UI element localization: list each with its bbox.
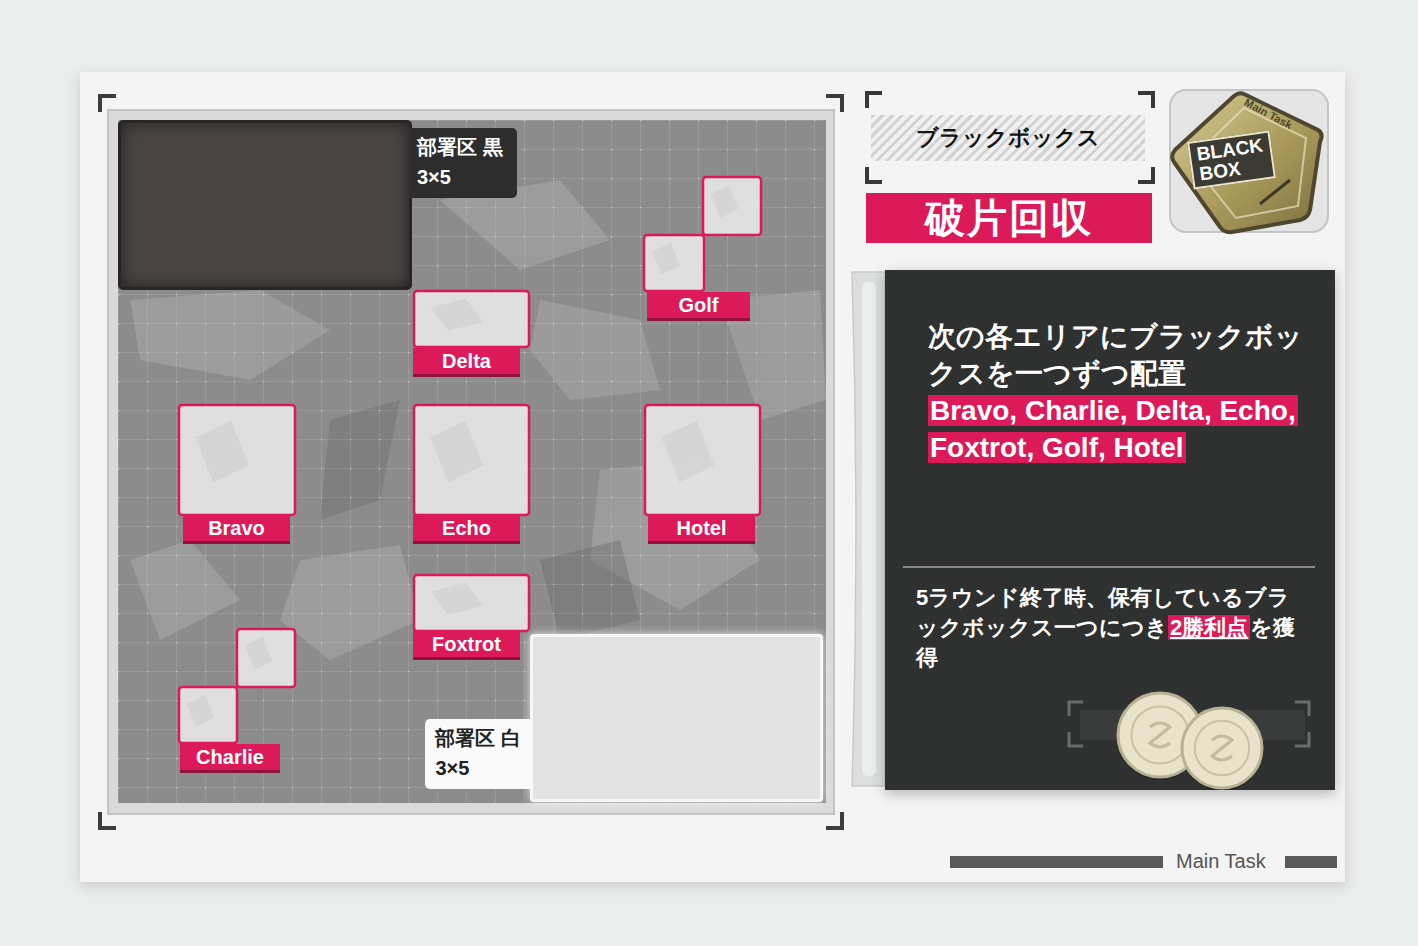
area-label: Bravo	[183, 515, 290, 541]
badge-frame	[1170, 90, 1328, 232]
area-texture	[196, 421, 249, 483]
area-name: Hotel	[677, 517, 727, 539]
task-instruction: 次の各エリアにブラックボックスを一つずつ配置	[928, 318, 1310, 392]
task-title: ブラックボックス	[865, 90, 1155, 185]
area-texture	[431, 299, 484, 331]
area-outline	[413, 290, 530, 348]
area-cell	[237, 629, 295, 687]
zone-size: 3×5	[435, 753, 521, 783]
deploy-zone-white: 部署区 白3×5	[530, 634, 823, 802]
area-box: Echo	[413, 404, 530, 516]
area-texture	[187, 695, 214, 727]
area-box: Golf	[643, 176, 763, 292]
footer-bar	[1285, 856, 1337, 868]
area-name: Charlie	[196, 746, 264, 768]
coin	[1182, 708, 1262, 790]
area-box: Bravo	[178, 404, 296, 516]
deploy-zone-black: 部署区 黒3×5	[118, 120, 412, 290]
area-box: Foxtrot	[413, 574, 530, 632]
area-label: Delta	[413, 348, 520, 374]
area-name: Delta	[442, 350, 491, 372]
area-texture	[662, 421, 715, 483]
area-outline	[178, 404, 296, 516]
area-name: Foxtrot	[432, 633, 501, 655]
area-name: Bravo	[208, 517, 265, 539]
area-cell	[179, 687, 237, 743]
task-name: 破片回収	[925, 193, 1093, 243]
footer-label: Main Task	[1176, 850, 1266, 873]
corner-brackets	[100, 96, 842, 828]
divider	[903, 566, 1315, 568]
title-hatch: ブラックボックス	[871, 115, 1145, 161]
task-type: ブラックボックス	[916, 123, 1100, 153]
area-label: Foxtrot	[413, 631, 520, 657]
zone-size: 3×5	[417, 162, 503, 192]
area-cell	[644, 235, 704, 291]
area-texture	[711, 185, 738, 218]
area-cell	[703, 177, 761, 235]
badge-slash	[1260, 180, 1290, 204]
area-box: Delta	[413, 290, 530, 348]
area-cell	[179, 405, 295, 515]
area-label: Hotel	[648, 515, 755, 541]
area-label: Charlie	[180, 744, 280, 770]
area-texture	[431, 583, 484, 615]
area-outline	[643, 176, 763, 292]
area-cell	[645, 405, 760, 515]
map-grid	[118, 120, 826, 803]
map-ground	[118, 120, 826, 803]
area-label: Golf	[647, 292, 750, 318]
area-box: Hotel	[644, 404, 761, 516]
area-list: Bravo, Charlie, Delta, Echo, Foxtrot, Go…	[928, 392, 1310, 466]
area-outline	[413, 404, 530, 516]
area-outline	[413, 574, 530, 632]
zone-name: 部署区 黒	[417, 132, 503, 162]
zone-name: 部署区 白	[435, 723, 521, 753]
card	[80, 72, 1345, 882]
map-frame	[108, 110, 834, 814]
area-box: Charlie	[178, 628, 296, 744]
panel-tab-inner	[862, 282, 876, 776]
badge-text: BLACK BOX	[1196, 136, 1267, 185]
task-badge: BLACK BOXMain Task	[1160, 84, 1334, 238]
area-cell	[414, 575, 529, 631]
task-description: 次の各エリアにブラックボックスを一つずつ配置Bravo, Charlie, De…	[928, 318, 1310, 466]
zone-label: 部署区 白3×5	[425, 719, 533, 789]
area-outline	[178, 628, 296, 744]
area-cell	[414, 291, 529, 347]
area-texture	[245, 637, 272, 670]
reward-points: 2勝利点	[1168, 615, 1250, 640]
area-name: Golf	[679, 294, 719, 316]
area-outline	[644, 404, 761, 516]
footer-bar	[950, 856, 1163, 868]
badge-pentagon	[1172, 93, 1321, 232]
area-label: Echo	[413, 515, 520, 541]
bracket	[867, 93, 1153, 182]
panel-tab	[852, 272, 885, 786]
area-name: Echo	[442, 517, 491, 539]
task-reward: 5ラウンド終了時、保有しているブラックボックス一つにつき2勝利点を獲得	[916, 583, 1301, 673]
area-cell	[414, 405, 529, 515]
task-banner: 破片回収	[866, 193, 1152, 243]
task-panel: 次の各エリアにブラックボックスを一つずつ配置Bravo, Charlie, De…	[885, 270, 1335, 790]
area-texture	[652, 243, 680, 275]
zone-label: 部署区 黒3×5	[409, 128, 517, 198]
area-list-text: Bravo, Charlie, Delta, Echo, Foxtrot, Go…	[928, 395, 1298, 463]
area-texture	[431, 421, 484, 483]
